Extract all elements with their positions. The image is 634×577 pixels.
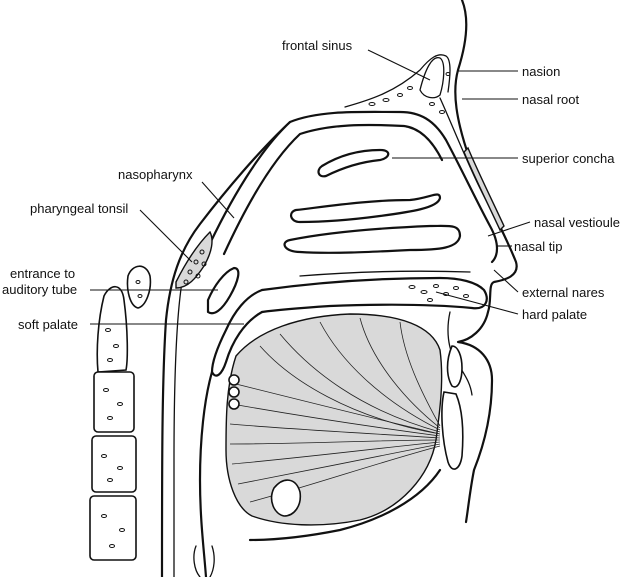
atlas-vertebra <box>126 265 152 309</box>
middle-concha-shape <box>290 193 442 224</box>
hyoid-bone <box>270 479 302 517</box>
leader-nasopharynx <box>201 181 235 219</box>
lower-tooth <box>441 391 464 470</box>
pharyngeal-tonsil-shape <box>175 230 213 289</box>
vertebra-c4 <box>89 495 137 561</box>
inferior-concha-shape <box>283 224 462 254</box>
upper-tooth <box>446 345 463 388</box>
leader-nasal-vestibule <box>487 221 531 237</box>
label-nasal-tip: nasal tip <box>514 239 562 254</box>
frontal-bone-outline <box>344 54 451 108</box>
nasopharynx-back-wall <box>160 120 292 577</box>
vertebra-c2 <box>93 371 135 433</box>
nasopharynx-inner-back-wall <box>173 281 183 577</box>
label-nasal-root: nasal root <box>522 92 579 107</box>
label-external-nares: external nares <box>522 285 605 300</box>
superior-concha-shape <box>317 148 390 178</box>
leader-external-nares <box>493 269 519 293</box>
tongue-outline <box>225 313 443 526</box>
nasal-cavity-inner-roof <box>222 123 444 256</box>
label-nasopharynx: nasopharynx <box>118 167 193 182</box>
face-profile <box>454 0 518 524</box>
hard-palate-line <box>299 270 471 277</box>
larynx-shape <box>193 545 215 577</box>
pharynx-front-wall <box>198 370 214 577</box>
vertebra-c3 <box>91 435 137 493</box>
label-soft-palate: soft palate <box>18 317 78 332</box>
hard-palate-shape <box>260 276 488 314</box>
auditory-tube-entrance-shape <box>206 266 240 315</box>
pharyngeal-tonsil-texture <box>183 249 207 285</box>
mandible-outline <box>248 468 442 542</box>
dens-process <box>96 285 129 373</box>
nasal-cavity-roof <box>203 110 499 264</box>
nasal-cartilage <box>463 146 505 232</box>
label-frontal-sinus: frontal sinus <box>282 38 353 53</box>
leader-pharyngeal-tonsil <box>139 209 193 263</box>
label-nasal-vestibule: nasal vestioule <box>534 215 620 230</box>
frontal-sinus-shape <box>419 57 445 99</box>
tongue-muscle-fibers <box>229 317 441 503</box>
leader-frontal-sinus <box>367 49 431 81</box>
frontal-bone-specks <box>368 72 451 114</box>
leader-hard-palate <box>435 291 519 315</box>
epiglottis-nodules <box>228 374 240 410</box>
label-pharyngeal-tonsil: pharyngeal tonsil <box>30 201 128 216</box>
vertebra-specks <box>101 280 143 548</box>
label-entrance-line2: auditory tube <box>2 282 77 297</box>
label-entrance-line1: entrance to <box>10 266 75 281</box>
label-nasion: nasion <box>522 64 560 79</box>
label-hard-palate: hard palate <box>522 307 587 322</box>
label-superior-concha: superior concha <box>522 151 615 166</box>
